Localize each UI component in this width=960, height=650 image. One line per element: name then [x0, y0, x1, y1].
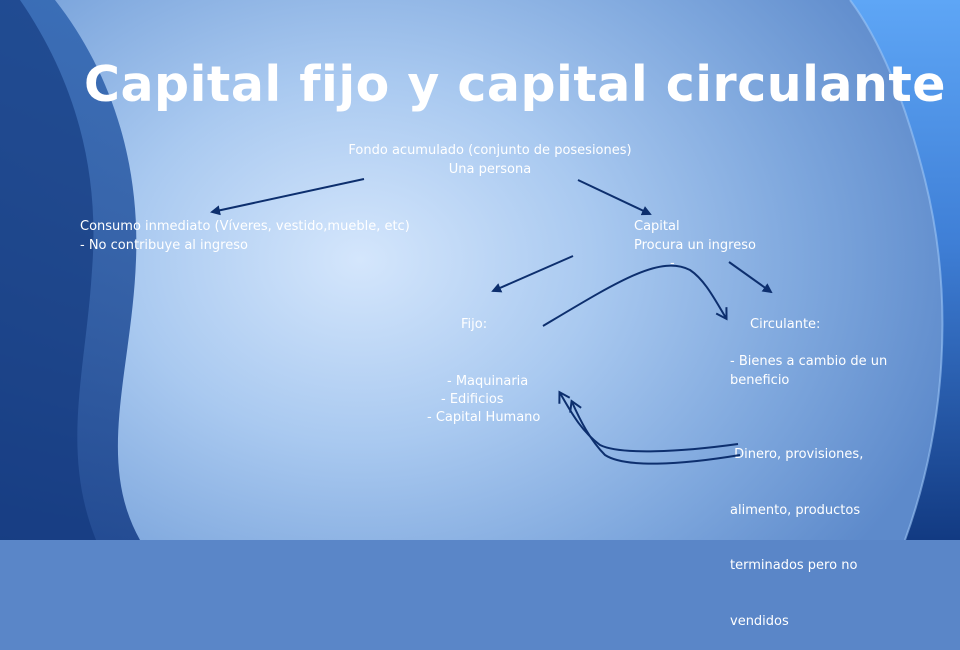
circulante-item1-line1: - Bienes a cambio de un	[730, 354, 888, 369]
capital-line3: -	[670, 256, 675, 271]
arrow-capital-to-fijo	[491, 255, 574, 293]
fijo-item-maquinaria: - Maquinaria	[447, 374, 529, 389]
fijo-item-capital-humano: - Capital Humano	[427, 410, 541, 425]
decorative-swoosh	[0, 0, 960, 540]
root-line2: Una persona	[448, 161, 532, 177]
circulante-item1: - Bienes a cambio de un beneficio	[730, 353, 887, 390]
circulante-item2-line1: Dinero, provisiones,	[730, 447, 864, 462]
circulante-item2-line4: vendidos	[730, 613, 789, 629]
circulante-heading: Circulante:	[750, 317, 821, 332]
arrow-root-to-consumo	[210, 178, 365, 216]
slide-title: Capital fijo y capital circulante	[84, 56, 947, 113]
consumo-line2: - No contribuye al ingreso	[80, 237, 248, 253]
fijo-item-edificios: - Edificios	[441, 392, 504, 407]
capital-line1: Capital	[634, 219, 680, 234]
consumo-node: Consumo inmediato (Víveres, vestido,mueb…	[80, 218, 410, 255]
root-node: Fondo acumulado (conjunto de posesiones)…	[290, 142, 690, 179]
root-line1: Fondo acumulado (conjunto de posesiones)	[348, 143, 632, 158]
arrow-circulante-to-edificios	[569, 399, 741, 465]
arrow-root-to-capital	[577, 179, 652, 216]
circulante-item1-line2: beneficio	[730, 372, 790, 388]
capital-line2: Procura un ingreso	[634, 237, 756, 253]
arrow-capital-to-circulante	[728, 261, 773, 294]
diagram-arrows	[210, 178, 773, 465]
slide-background	[0, 0, 960, 540]
consumo-line1: Consumo inmediato (Víveres, vestido,mueb…	[80, 219, 410, 234]
circulante-item2-line3: terminados pero no	[730, 558, 858, 573]
arrow-fijo-to-circulante	[542, 264, 728, 327]
circulante-item2-line2: alimento, productos	[730, 502, 861, 518]
capital-node: Capital Procura un ingreso -	[634, 218, 756, 274]
fijo-heading: Fijo:	[461, 317, 488, 332]
arrow-circulante-to-maquinaria	[558, 390, 739, 453]
